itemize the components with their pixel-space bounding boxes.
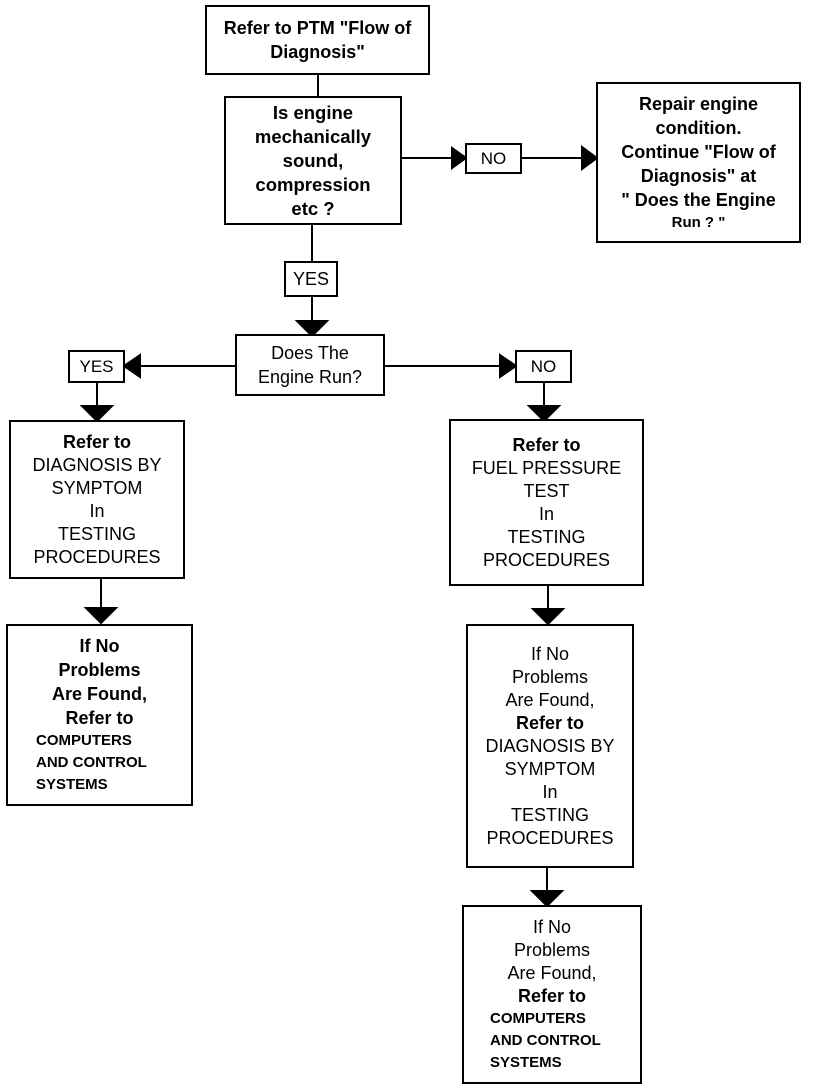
yes-label-2: YES bbox=[68, 350, 125, 383]
rightif2-line-4: Refer to bbox=[517, 985, 586, 1006]
q1-line-3: sound, bbox=[282, 149, 344, 171]
question-engine-run-box: Does The Engine Run? bbox=[235, 334, 385, 396]
rightif1-line-1: If No bbox=[530, 643, 569, 664]
repair-line-2: condition. bbox=[655, 117, 742, 138]
rightif2-line-7: SYSTEMS bbox=[490, 1053, 562, 1071]
arrowhead-to-repair bbox=[581, 145, 599, 171]
rightif1-line-5: DIAGNOSIS BY bbox=[485, 735, 615, 756]
left-if-no-problems-box: If No Problems Are Found, Refer to COMPU… bbox=[6, 624, 193, 806]
rightref-line-6: PROCEDURES bbox=[482, 549, 611, 570]
yes-label-1: YES bbox=[284, 261, 338, 297]
leftif-line-4: Refer to bbox=[65, 708, 134, 728]
leftif-line-2: Problems bbox=[58, 660, 141, 680]
repair-line-5: " Does the Engine bbox=[621, 189, 776, 210]
question-engine-sound-box: Is engine mechanically sound, compressio… bbox=[224, 96, 402, 225]
arrowhead-to-rightref bbox=[526, 405, 562, 423]
rightif2-line-5: COMPUTERS bbox=[490, 1009, 586, 1027]
leftif-line-3: Are Found, bbox=[52, 684, 147, 704]
left-refer-diagnosis-box: Refer to DIAGNOSIS BY SYMPTOM In TESTING… bbox=[9, 420, 185, 579]
q1-line-1: Is engine bbox=[272, 101, 354, 123]
no-label-2: NO bbox=[515, 350, 572, 383]
repair-engine-box: Repair engine condition. Continue "Flow … bbox=[596, 82, 801, 243]
rightref-line-4: In bbox=[538, 503, 554, 524]
start-box: Refer to PTM "Flow of Diagnosis" bbox=[205, 5, 430, 75]
right-refer-fuel-pressure-box: Refer to FUEL PRESSURE TEST In TESTING P… bbox=[449, 419, 644, 586]
arrowhead-to-no2 bbox=[499, 353, 518, 379]
no-label-1: NO bbox=[465, 143, 522, 174]
arrowhead-to-no1 bbox=[451, 146, 468, 170]
rightif2-line-1: If No bbox=[532, 916, 571, 937]
leftif-line-7: SYSTEMS bbox=[36, 776, 108, 793]
start-line-1: Refer to PTM "Flow of bbox=[223, 18, 412, 38]
q1-line-4: compression bbox=[255, 173, 371, 195]
start-line-2: Diagnosis" bbox=[270, 42, 365, 62]
arrowhead-to-yes2 bbox=[122, 353, 141, 379]
leftref-line-2: DIAGNOSIS BY bbox=[32, 454, 162, 475]
arrowhead-to-q2 bbox=[294, 320, 330, 338]
leftif-line-6: AND CONTROL bbox=[36, 754, 147, 771]
rightif2-line-6: AND CONTROL bbox=[490, 1031, 601, 1049]
q1-line-5: etc ? bbox=[291, 197, 335, 219]
leftref-line-3: SYMPTOM bbox=[51, 477, 143, 498]
right-if-no-problems-box-1: If No Problems Are Found, Refer to DIAGN… bbox=[466, 624, 634, 868]
right-if-no-problems-box-2: If No Problems Are Found, Refer to COMPU… bbox=[462, 905, 642, 1084]
repair-line-1: Repair engine bbox=[638, 93, 759, 114]
arrowhead-to-rightif1 bbox=[530, 608, 566, 626]
repair-line-6: Run ? " bbox=[671, 213, 726, 231]
rightif1-line-4: Refer to bbox=[515, 712, 584, 733]
rightif1-line-6: SYMPTOM bbox=[504, 758, 596, 779]
rightref-line-5: TESTING bbox=[507, 526, 586, 547]
rightif1-line-7: In bbox=[542, 781, 558, 802]
arrowhead-to-leftref bbox=[79, 405, 115, 423]
rightref-line-1: Refer to bbox=[512, 434, 581, 455]
rightif2-line-3: Are Found, bbox=[507, 962, 597, 983]
leftif-line-5: COMPUTERS bbox=[36, 732, 132, 749]
rightref-line-2: FUEL PRESSURE bbox=[471, 457, 622, 478]
repair-line-3: Continue "Flow of bbox=[621, 141, 776, 162]
repair-line-4: Diagnosis" at bbox=[640, 165, 757, 186]
leftref-line-6: PROCEDURES bbox=[33, 546, 161, 567]
leftif-line-1: If No bbox=[79, 636, 120, 656]
rightif1-line-9: PROCEDURES bbox=[486, 827, 614, 848]
q2-line-1: Does The bbox=[271, 343, 349, 363]
q1-line-2: mechanically bbox=[254, 125, 372, 147]
arrowhead-to-leftif bbox=[83, 607, 119, 625]
q2-line-2: Engine Run? bbox=[257, 367, 363, 387]
rightref-line-3: TEST bbox=[523, 480, 570, 501]
rightif1-line-2: Problems bbox=[511, 666, 589, 687]
leftref-line-5: TESTING bbox=[57, 523, 136, 544]
rightif1-line-3: Are Found, bbox=[505, 689, 595, 710]
arrowhead-to-rightif2 bbox=[529, 890, 565, 908]
leftref-line-1: Refer to bbox=[62, 431, 131, 452]
rightif2-line-2: Problems bbox=[513, 939, 591, 960]
rightif1-line-8: TESTING bbox=[510, 804, 589, 825]
leftref-line-4: In bbox=[89, 500, 105, 521]
